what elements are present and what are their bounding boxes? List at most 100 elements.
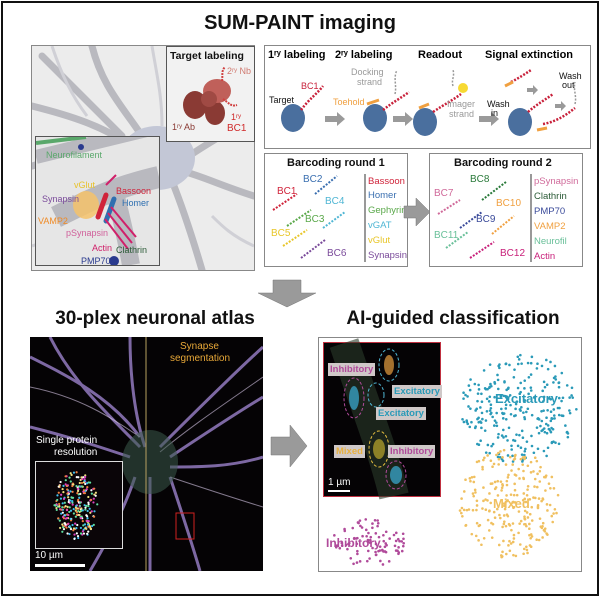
protein-point — [75, 484, 78, 488]
protein-point — [62, 526, 65, 529]
inhibitory-point — [338, 546, 342, 550]
excitatory-point — [489, 403, 493, 406]
mixed-point — [502, 522, 506, 526]
excitatory-point — [561, 396, 565, 400]
excitatory-point — [495, 421, 498, 424]
barcode-bc9: BC9 — [476, 214, 496, 225]
excitatory-point — [523, 387, 526, 390]
protein-point — [86, 517, 89, 520]
excitatory-point — [504, 418, 508, 421]
mixed-point — [512, 553, 515, 557]
inset-tag-mixed: Mixed — [334, 445, 365, 458]
protein-point — [86, 532, 89, 535]
protein-point — [81, 520, 84, 523]
figure-title: SUM-PAINT imaging — [204, 12, 396, 34]
excitatory-point — [502, 394, 505, 398]
excitatory-point — [557, 413, 561, 417]
mixed-point — [499, 516, 502, 520]
mixed-point — [500, 555, 503, 559]
protein-point — [96, 503, 99, 506]
label-neurofilament: Neurofilament — [46, 150, 103, 160]
mixed-point — [518, 522, 521, 525]
inhibitory-point — [343, 529, 347, 533]
protein-point — [63, 501, 66, 504]
inhibitory-point — [366, 538, 370, 542]
protein-point — [61, 506, 64, 509]
excitatory-point — [539, 424, 542, 428]
protein-point — [92, 501, 95, 504]
excitatory-point — [493, 395, 496, 399]
excitatory-point — [536, 447, 540, 451]
label-clathrin: Clathrin — [116, 245, 148, 255]
secondary-nanobody-label: 2ʳʸ Nb — [227, 66, 252, 76]
protein-point — [79, 492, 82, 496]
excitatory-point — [552, 408, 556, 411]
excitatory-point — [495, 411, 498, 415]
protein-point — [76, 523, 79, 527]
excitatory-point — [523, 415, 526, 419]
mixed-point — [550, 475, 554, 479]
inhibitory-point — [335, 544, 339, 547]
excitatory-point — [504, 362, 508, 366]
protein-point — [59, 480, 62, 484]
protein-point — [87, 504, 90, 508]
mixed-point — [490, 536, 494, 539]
protein-point — [78, 513, 81, 517]
excitatory-point — [571, 396, 575, 399]
protein-point — [93, 510, 96, 513]
atlas-image: Synapse segmentation Single protein reso… — [30, 337, 263, 571]
excitatory-point — [520, 362, 523, 365]
inhibitory-point — [371, 546, 374, 550]
mixed-point — [533, 485, 536, 488]
excitatory-point — [514, 407, 517, 411]
annotation-wash-out-1: Wash — [559, 71, 582, 81]
excitatory-point — [545, 383, 549, 387]
excitatory-point — [526, 361, 530, 365]
mixed-point — [525, 493, 529, 497]
protein-point — [84, 475, 87, 479]
mixed-point — [487, 529, 491, 532]
protein-point — [62, 484, 65, 487]
mixed-point — [547, 482, 551, 485]
excitatory-point — [554, 378, 558, 381]
mixed-point — [541, 536, 544, 539]
protein-point — [72, 527, 76, 530]
excitatory-point — [529, 386, 533, 389]
mixed-point — [475, 508, 478, 512]
barcode-bc4: BC4 — [325, 196, 345, 207]
synapse-segmentation-label-1: Synapse — [180, 341, 219, 352]
mixed-point — [472, 475, 476, 479]
neuron-fluorescence-image — [30, 337, 263, 571]
excitatory-point — [525, 410, 528, 414]
cluster-label-excitatory: Excitatory — [495, 391, 558, 406]
protein-point — [84, 508, 87, 511]
mixed-point — [509, 493, 513, 496]
excitatory-point — [462, 420, 466, 424]
excitatory-point — [483, 429, 487, 432]
annotation-docking-strand: strand — [357, 77, 383, 87]
mixed-point — [536, 505, 540, 509]
excitatory-point — [466, 395, 469, 398]
excitatory-point — [496, 373, 499, 377]
inhibitory-point — [346, 547, 349, 551]
mixed-point — [513, 488, 517, 492]
mixed-point — [523, 517, 527, 521]
mixed-point — [522, 492, 526, 495]
excitatory-point — [508, 363, 511, 367]
inhibitory-point — [374, 532, 378, 535]
protein-point — [72, 529, 75, 532]
excitatory-point — [516, 386, 520, 390]
excitatory-point — [506, 439, 509, 442]
label-bassoon: Bassoon — [116, 186, 152, 196]
protein-point — [90, 492, 93, 495]
excitatory-point — [537, 431, 541, 435]
mixed-point — [530, 535, 534, 538]
excitatory-point — [504, 394, 507, 398]
inhibitory-point — [402, 541, 406, 545]
mixed-point — [513, 501, 517, 504]
protein-point — [75, 475, 78, 479]
mixed-point — [464, 524, 467, 527]
protein-point — [76, 507, 79, 510]
protein-point — [61, 487, 64, 491]
excitatory-point — [540, 429, 543, 433]
